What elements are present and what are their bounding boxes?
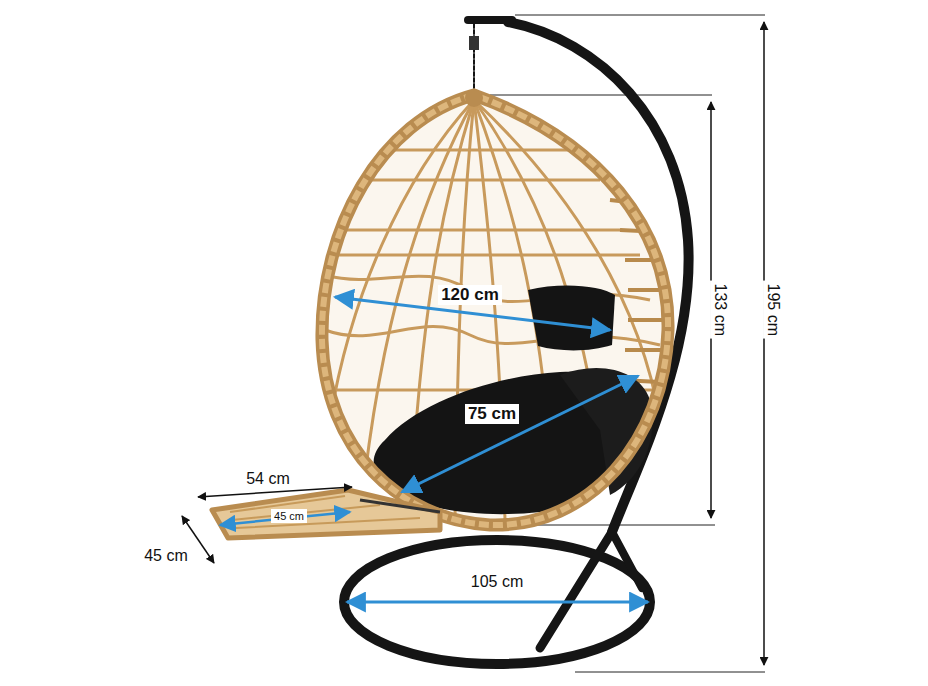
depth-dimension: 75 cm (465, 404, 519, 425)
footrest-width-dimension: 45 cm (141, 546, 191, 566)
total-height-dimension: 195 cm (763, 281, 783, 339)
footrest-length-dimension: 54 cm (243, 469, 293, 489)
seat-height-dimension: 133 cm (710, 281, 730, 339)
width-dimension: 120 cm (438, 285, 502, 306)
footrest-inner-dimension: 45 cm (271, 509, 307, 523)
base-diameter-dimension: 105 cm (468, 572, 526, 592)
